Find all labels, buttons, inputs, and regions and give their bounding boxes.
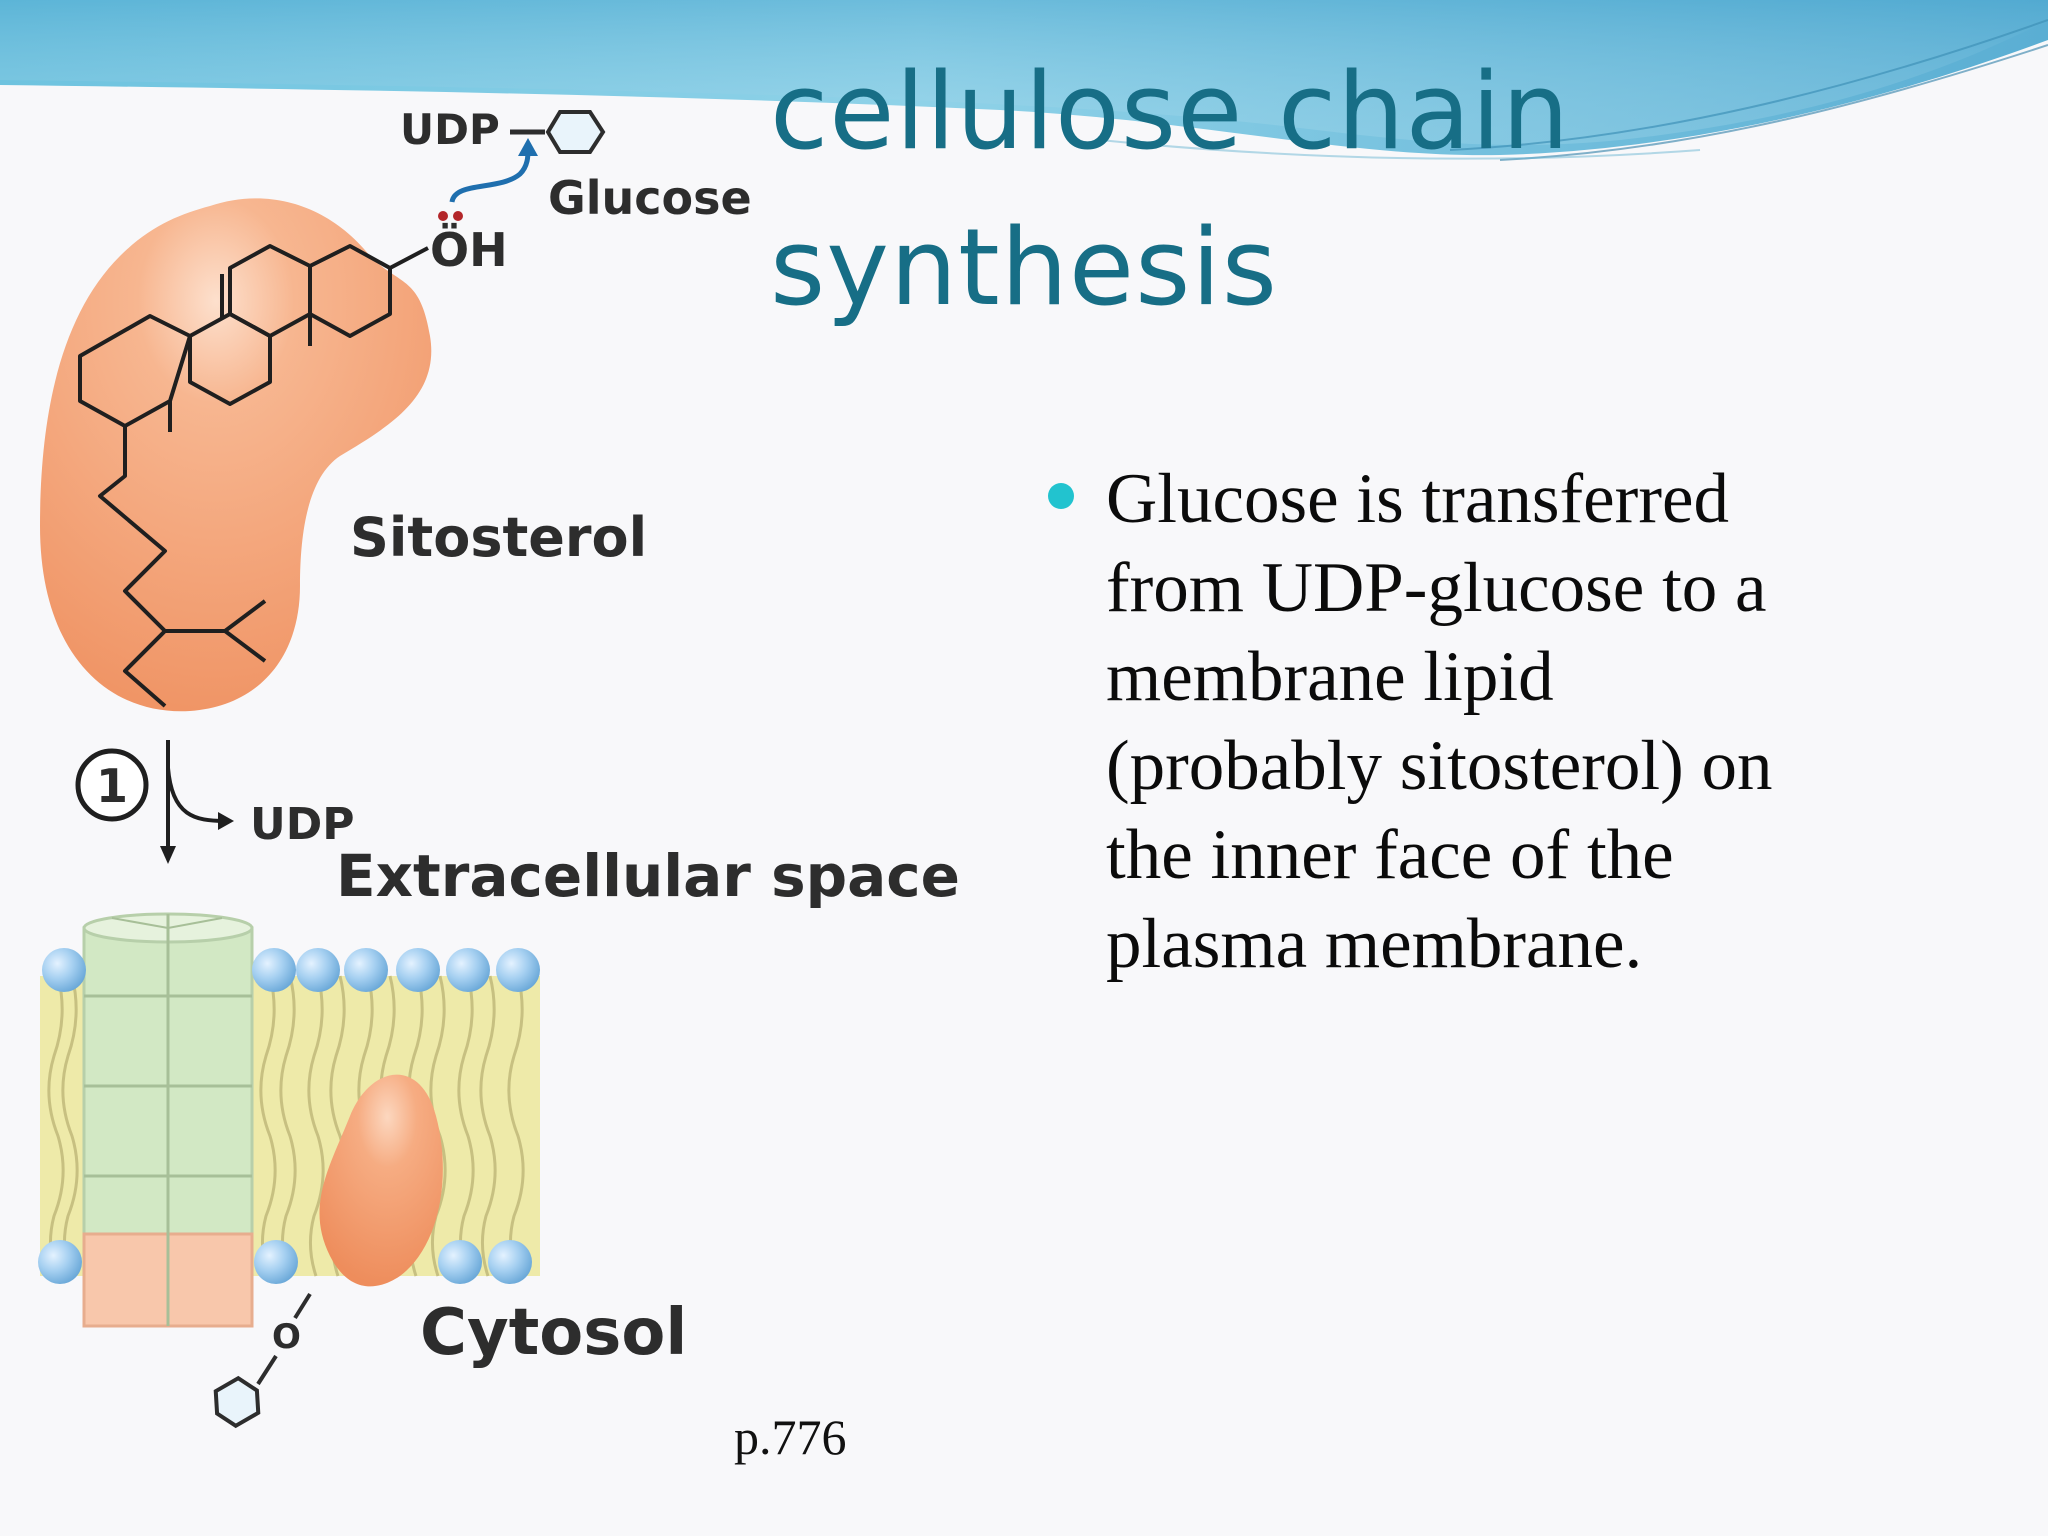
- transfer-arrow-head-icon: [518, 138, 538, 156]
- page-reference: p.776: [734, 1409, 847, 1465]
- sitosterol-structure: [78, 244, 429, 708]
- lone-pair-dot: [453, 211, 463, 221]
- udp-release-arrow-head-icon: [218, 812, 234, 830]
- sitosterol-label: Sitosterol: [350, 506, 647, 569]
- step-number-circle: [75, 748, 149, 822]
- step-number-label: 1: [96, 759, 128, 813]
- udp-label-top: UDP: [400, 105, 500, 154]
- step-down-arrow-head-icon: [160, 846, 176, 864]
- extracellular-label: Extracellular space: [336, 842, 960, 910]
- udp-release-arrow: [166, 767, 226, 823]
- sitosterol-blob: [40, 198, 432, 712]
- cellulose-synthesis-diagram: UDP Glucose ÖH Sitosterol 1 UDP Extracel…: [38, 105, 960, 1429]
- slide-title-line-2: cellulose chain: [770, 50, 1571, 173]
- glycosidic-bond: [256, 1354, 278, 1386]
- slide-title-line-3: synthesis: [770, 206, 1278, 329]
- glucose-hexagon-icon: [545, 110, 606, 154]
- lone-pair-dot: [438, 211, 448, 221]
- transfer-arrow: [449, 149, 531, 203]
- bullet-icon: [1048, 483, 1074, 509]
- phospholipid-heads-bottom: [38, 1240, 532, 1284]
- udp-released-label: UDP: [250, 799, 355, 850]
- hydroxyl-label: ÖH: [430, 223, 508, 277]
- glucose-hexagon-icon: [213, 1375, 261, 1429]
- glycosidic-bond: [293, 1292, 312, 1320]
- header-wave-decoration: [0, 0, 2048, 161]
- phospholipid-heads-top: [42, 948, 540, 992]
- oxygen-label: O: [272, 1317, 301, 1357]
- membrane-sitosterol-blob: [319, 1074, 443, 1287]
- cellulose-synthase-complex: [82, 912, 254, 1328]
- glucose-label: Glucose: [548, 171, 752, 225]
- bullet-item: Glucose is transferred from UDP-glucose …: [1106, 460, 1773, 983]
- cytosol-label: Cytosol: [420, 1296, 687, 1370]
